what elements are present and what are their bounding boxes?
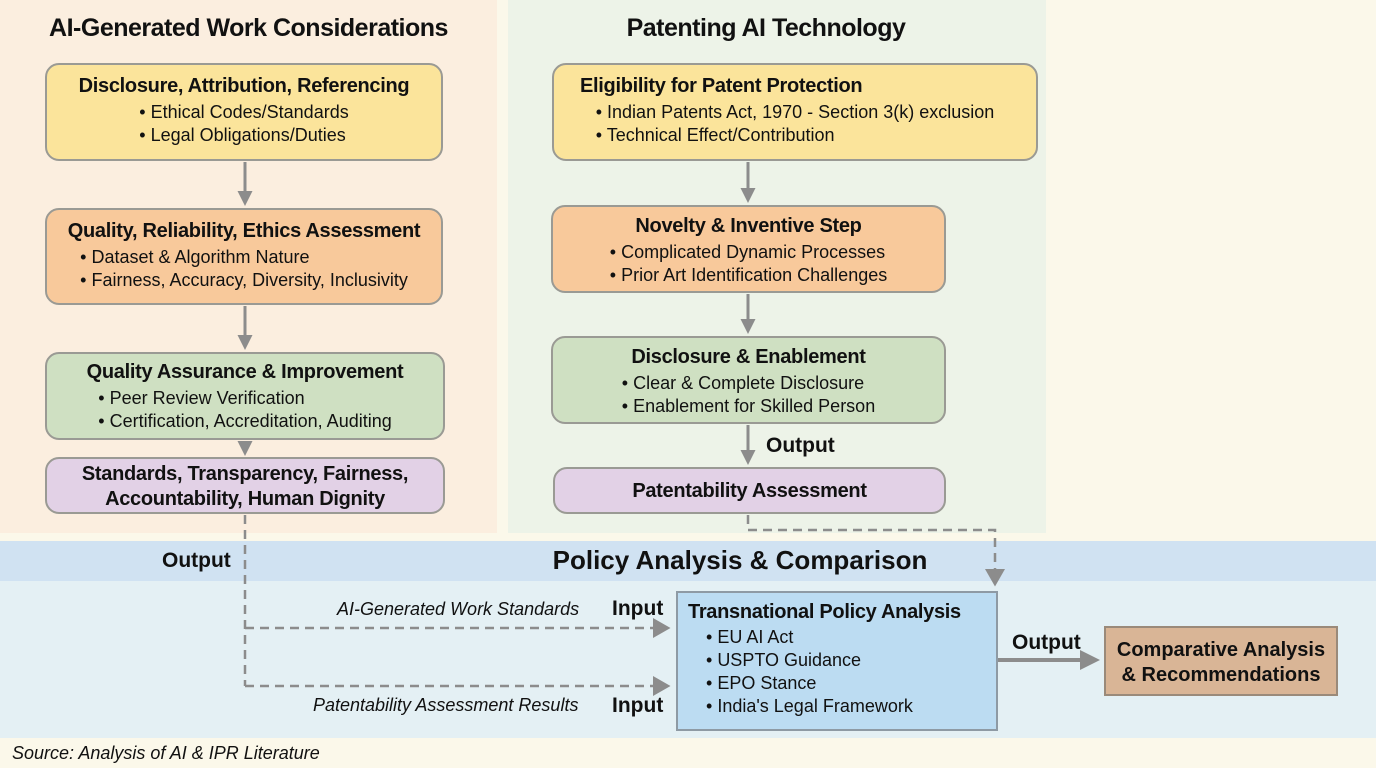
box-title: Eligibility for Patent Protection (580, 75, 863, 97)
list-item: India's Legal Framework (706, 695, 996, 718)
input1-description: AI-Generated Work Standards (337, 599, 580, 619)
disclosure-box: Disclosure, Attribution, Referencing Eth… (45, 63, 443, 161)
list-item: EPO Stance (706, 672, 996, 695)
left-panel-title: AI-Generated Work Considerations (49, 14, 448, 42)
list-item: EU AI Act (706, 626, 996, 649)
output-label: Output (162, 549, 231, 572)
list-item: Fairness, Accuracy, Diversity, Inclusivi… (80, 269, 407, 292)
output-label: Output (1012, 631, 1081, 654)
source-note: Source: Analysis of AI & IPR Literature (12, 743, 320, 763)
list-item: Ethical Codes/Standards (139, 101, 349, 124)
enablement-box: Disclosure & Enablement Clear & Complete… (551, 336, 946, 424)
list-item: Clear & Complete Disclosure (622, 372, 875, 395)
transnational-policy-box: Transnational Policy Analysis EU AI Act … (676, 591, 998, 731)
dashed-connector (746, 515, 1005, 587)
policy-title: Policy Analysis & Comparison (552, 545, 928, 575)
novelty-box: Novelty & Inventive Step Complicated Dyn… (551, 205, 946, 293)
output-label: Output (766, 434, 835, 457)
box-title: Standards, Transparency, Fairness, (81, 463, 409, 485)
list-item: Dataset & Algorithm Nature (80, 246, 408, 269)
list-item: Complicated Dynamic Processes (610, 241, 887, 264)
quality-assessment-box: Quality, Reliability, Ethics Assessment … (45, 208, 443, 305)
quality-assurance-box: Quality Assurance & Improvement Peer Rev… (45, 352, 445, 440)
list-item: Legal Obligations/Duties (139, 124, 348, 147)
box-title: Disclosure, Attribution, Referencing (78, 75, 410, 97)
list-item: USPTO Guidance (706, 649, 996, 672)
box-title: Quality, Reliability, Ethics Assessment (67, 220, 421, 242)
list-item: Enablement for Skilled Person (622, 395, 875, 418)
box-title: Quality Assurance & Improvement (86, 361, 404, 383)
right-panel-title: Patenting AI Technology (626, 14, 906, 42)
standards-box: Standards, Transparency, Fairness, Accou… (45, 457, 445, 514)
result-line1: Comparative Analysis (1116, 639, 1326, 661)
box-title: Disclosure & Enablement (631, 346, 866, 368)
input-label: Input (612, 694, 664, 717)
comparative-analysis-box: Comparative Analysis & Recommendations (1104, 626, 1338, 696)
box-title: Patentability Assessment (632, 480, 867, 502)
input-label: Input (612, 597, 664, 620)
policy-band-header (0, 541, 1376, 581)
patentability-box: Patentability Assessment (553, 467, 946, 514)
result-line2: & Recommendations (1121, 664, 1321, 686)
eligibility-box: Eligibility for Patent Protection Indian… (552, 63, 1038, 161)
list-item: Technical Effect/Contribution (596, 124, 995, 147)
input2-description: Patentability Assessment Results (313, 695, 579, 715)
list-item: Prior Art Identification Challenges (610, 264, 887, 287)
list-item: Certification, Accreditation, Auditing (98, 410, 392, 433)
list-item: Indian Patents Act, 1970 - Section 3(k) … (596, 101, 994, 124)
box-title: Transnational Policy Analysis (688, 601, 961, 623)
box-title-line2: Accountability, Human Dignity (105, 488, 385, 510)
box-title: Novelty & Inventive Step (635, 215, 862, 237)
list-item: Peer Review Verification (98, 387, 391, 410)
